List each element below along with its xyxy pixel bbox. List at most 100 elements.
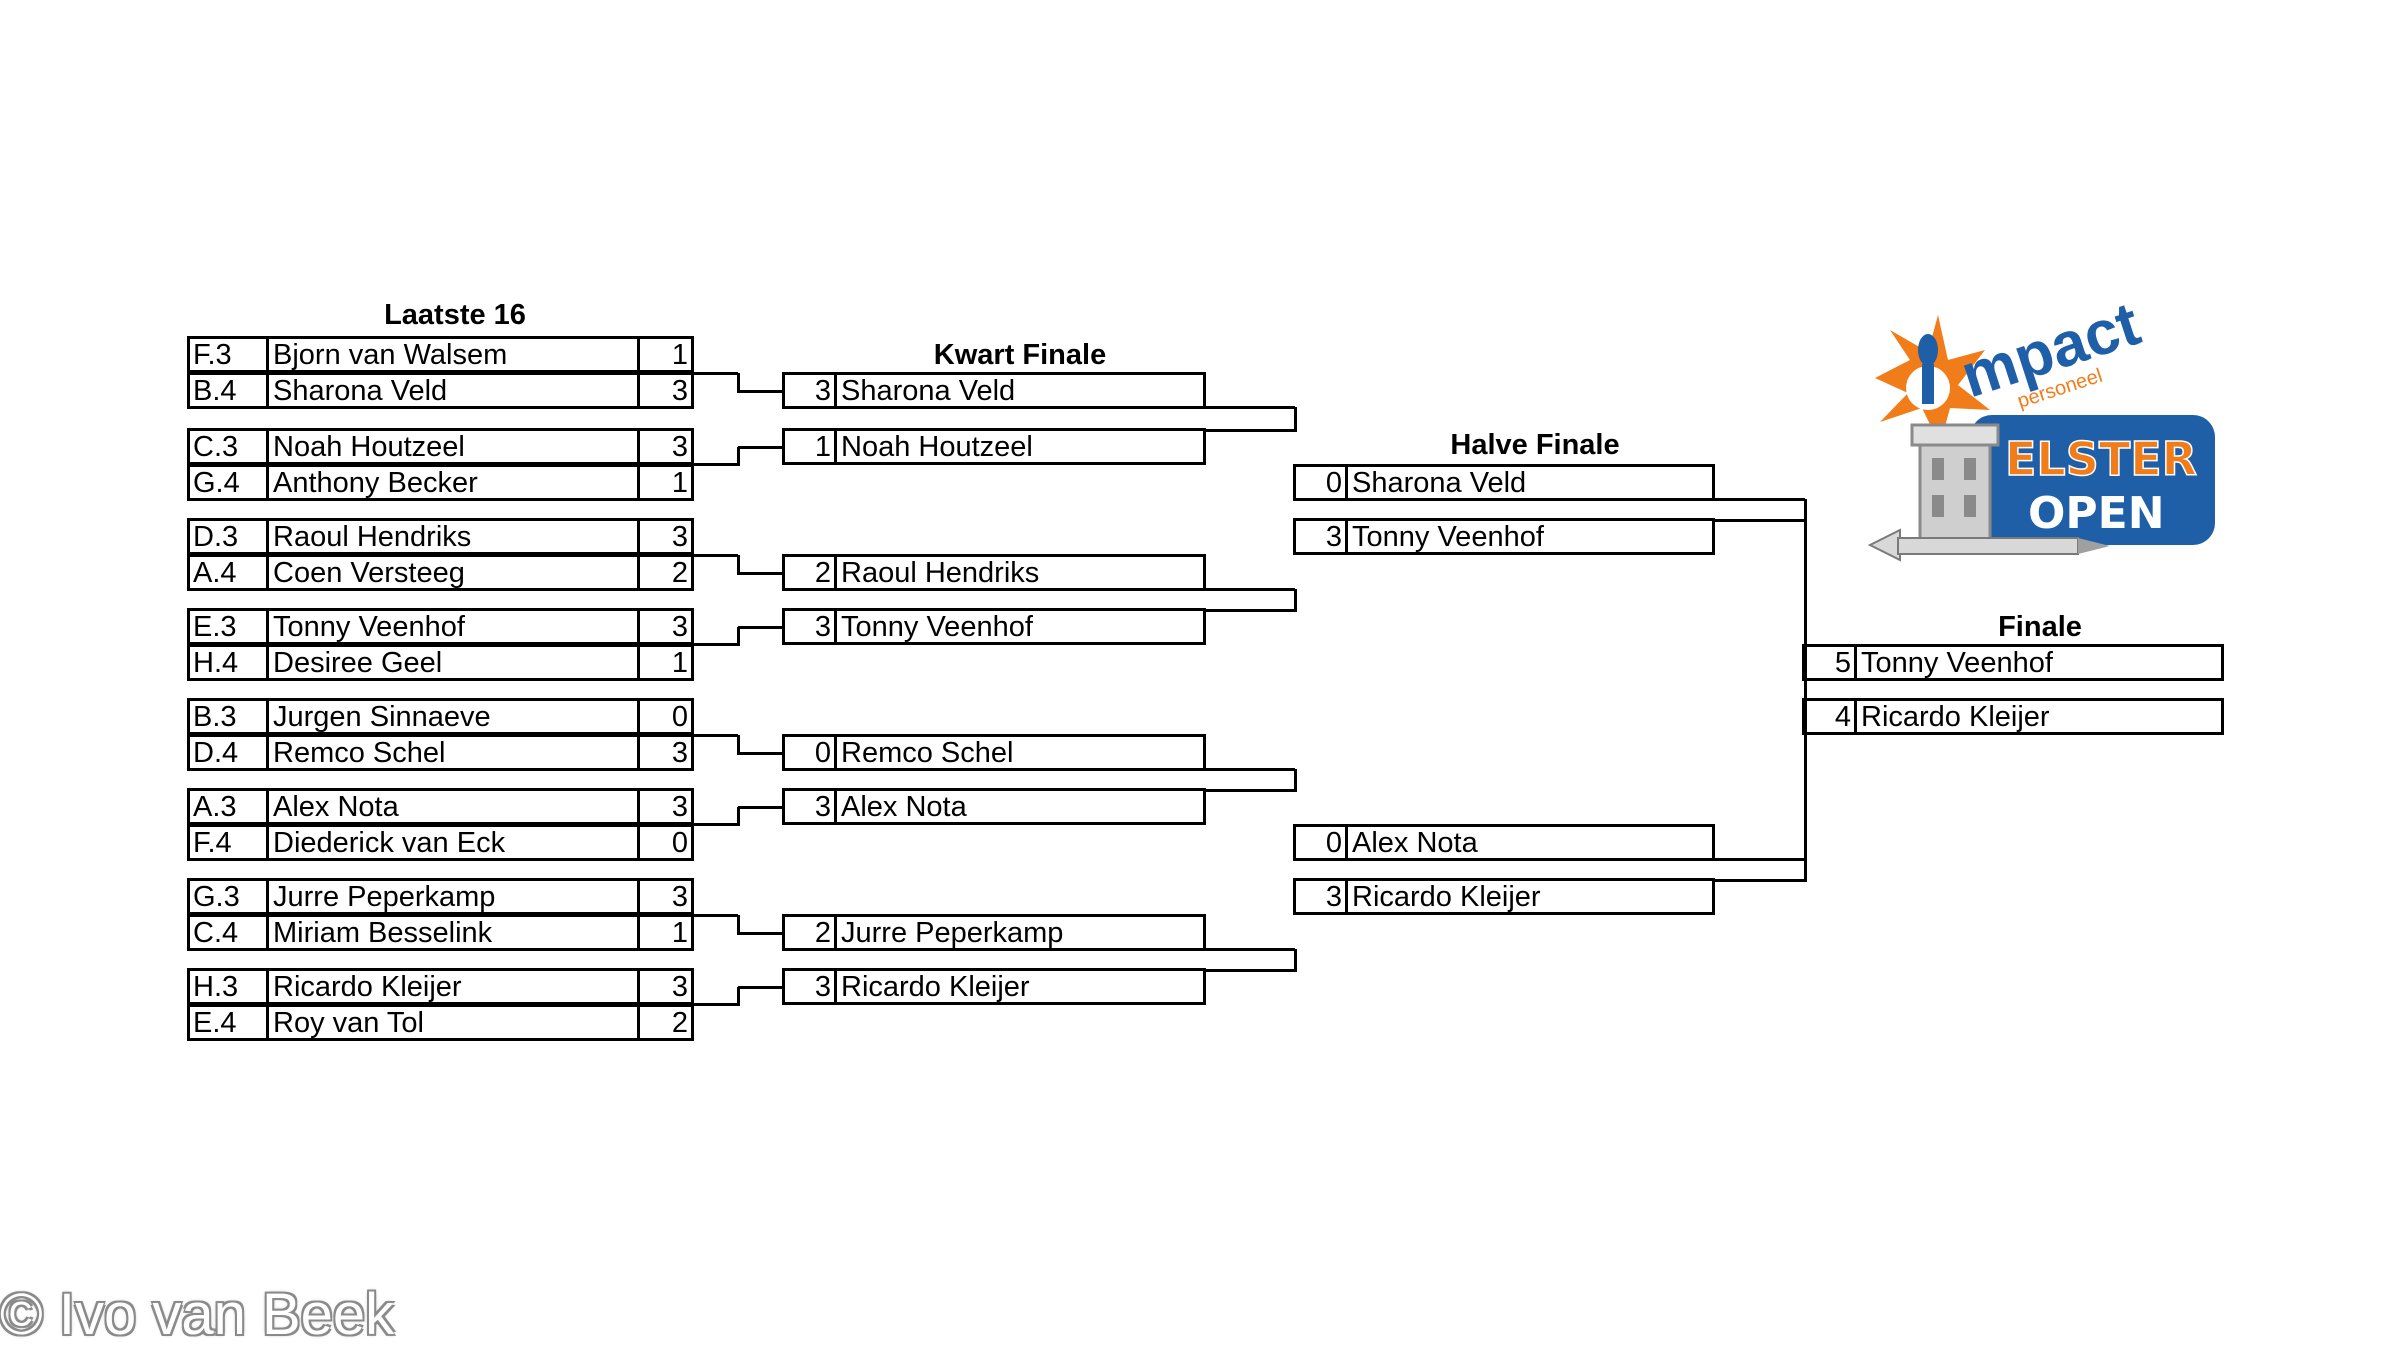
l16-seed: A.4 <box>187 554 269 591</box>
sf-player-name: Sharona Veld <box>1345 464 1715 501</box>
qf-player-name: Tonny Veenhof <box>834 608 1206 645</box>
l16-score: 3 <box>637 734 694 771</box>
connector-l16-qf <box>738 571 782 575</box>
l16-score: 3 <box>637 518 694 555</box>
connector-l16-qf <box>694 823 738 826</box>
connector-qf-sf <box>1294 407 1297 432</box>
final-player-name: Tonny Veenhof <box>1854 644 2224 681</box>
qf-score: 3 <box>782 788 837 825</box>
connector-sf-final <box>1715 519 1805 522</box>
sf-player-name: Alex Nota <box>1345 824 1715 861</box>
sf-player-name: Ricardo Kleijer <box>1345 878 1715 915</box>
l16-player-name: Remco Schel <box>266 734 640 771</box>
connector-sf-final <box>1715 879 1805 882</box>
connector-qf-sf <box>1206 789 1295 792</box>
qf-score: 3 <box>782 372 837 409</box>
connector-sf-final <box>1804 499 1807 882</box>
connector-qf-sf <box>1206 768 1295 771</box>
l16-score: 1 <box>637 644 694 681</box>
connector-qf-sf <box>1206 588 1295 591</box>
l16-player-name: Jurgen Sinnaeve <box>266 698 640 735</box>
l16-player-name: Coen Versteeg <box>266 554 640 591</box>
l16-seed: H.3 <box>187 968 269 1005</box>
connector-l16-qf <box>694 1003 738 1006</box>
connector-l16-qf <box>738 751 782 755</box>
qf-player-name: Remco Schel <box>834 734 1206 771</box>
connector-qf-sf <box>1206 429 1295 432</box>
l16-seed: G.4 <box>187 464 269 501</box>
dart-icon <box>1867 528 2110 562</box>
l16-score: 0 <box>637 698 694 735</box>
final-player-name: Ricardo Kleijer <box>1854 698 2224 735</box>
qf-player-name: Sharona Veld <box>834 372 1206 409</box>
l16-player-name: Desiree Geel <box>266 644 640 681</box>
l16-player-name: Diederick van Eck <box>266 824 640 861</box>
impact-elster-open-logo: mpact personeel ELSTER OPEN <box>1867 290 2215 562</box>
dart-star-icon <box>1875 315 1990 445</box>
sf-score: 3 <box>1293 878 1348 915</box>
l16-seed: E.3 <box>187 608 269 645</box>
l16-score: 2 <box>637 1004 694 1041</box>
connector-l16-qf <box>694 734 738 737</box>
connector-l16-qf <box>737 986 740 1006</box>
qf-score: 2 <box>782 914 837 951</box>
connector-l16-qf <box>737 915 740 935</box>
l16-player-name: Jurre Peperkamp <box>266 878 640 915</box>
connector-l16-qf <box>694 554 738 557</box>
l16-score: 1 <box>637 914 694 951</box>
connector-sf-final <box>1715 858 1805 861</box>
l16-player-name: Roy van Tol <box>266 1004 640 1041</box>
qf-player-name: Noah Houtzeel <box>834 428 1206 465</box>
connector-qf-sf <box>1294 949 1297 972</box>
l16-seed: E.4 <box>187 1004 269 1041</box>
l16-score: 0 <box>637 824 694 861</box>
connector-l16-qf <box>694 914 738 917</box>
connector-l16-qf <box>737 555 740 575</box>
sf-score: 0 <box>1293 824 1348 861</box>
l16-seed: D.3 <box>187 518 269 555</box>
l16-seed: G.3 <box>187 878 269 915</box>
l16-player-name: Noah Houtzeel <box>266 428 640 465</box>
round-title-quarter: Kwart Finale <box>933 339 1107 371</box>
connector-l16-qf <box>737 735 740 755</box>
connector-l16-qf <box>737 806 740 826</box>
connector-l16-qf <box>694 372 738 375</box>
l16-player-name: Bjorn van Walsem <box>266 336 640 373</box>
l16-score: 2 <box>637 554 694 591</box>
connector-l16-qf <box>738 389 782 393</box>
l16-score: 1 <box>637 336 694 373</box>
l16-score: 3 <box>637 788 694 825</box>
l16-score: 1 <box>637 464 694 501</box>
round-title-last16: Laatste 16 <box>384 299 526 331</box>
l16-seed: B.4 <box>187 372 269 409</box>
logo-event-line1: ELSTER <box>2005 432 2197 486</box>
connector-l16-qf <box>737 373 740 393</box>
l16-score: 3 <box>637 608 694 645</box>
logo-event-line2: OPEN <box>2028 488 2165 539</box>
l16-seed: F.4 <box>187 824 269 861</box>
connector-l16-qf <box>737 626 740 646</box>
l16-seed: A.3 <box>187 788 269 825</box>
connector-qf-sf <box>1206 948 1295 951</box>
l16-score: 3 <box>637 428 694 465</box>
l16-seed: B.3 <box>187 698 269 735</box>
l16-seed: F.3 <box>187 336 269 373</box>
copyright-watermark: © Ivo van Beek <box>0 1282 395 1347</box>
final-score: 5 <box>1802 644 1857 681</box>
qf-score: 1 <box>782 428 837 465</box>
l16-player-name: Anthony Becker <box>266 464 640 501</box>
l16-player-name: Ricardo Kleijer <box>266 968 640 1005</box>
tower-icon <box>1910 423 2000 552</box>
l16-seed: C.3 <box>187 428 269 465</box>
round-title-final: Finale <box>1998 611 2082 643</box>
connector-l16-qf <box>738 625 782 629</box>
final-score: 4 <box>1802 698 1857 735</box>
qf-player-name: Ricardo Kleijer <box>834 968 1206 1005</box>
qf-player-name: Jurre Peperkamp <box>834 914 1206 951</box>
l16-seed: C.4 <box>187 914 269 951</box>
connector-qf-sf <box>1206 406 1295 409</box>
connector-l16-qf <box>738 445 782 449</box>
connector-l16-qf <box>738 985 782 989</box>
connector-l16-qf <box>738 931 782 935</box>
